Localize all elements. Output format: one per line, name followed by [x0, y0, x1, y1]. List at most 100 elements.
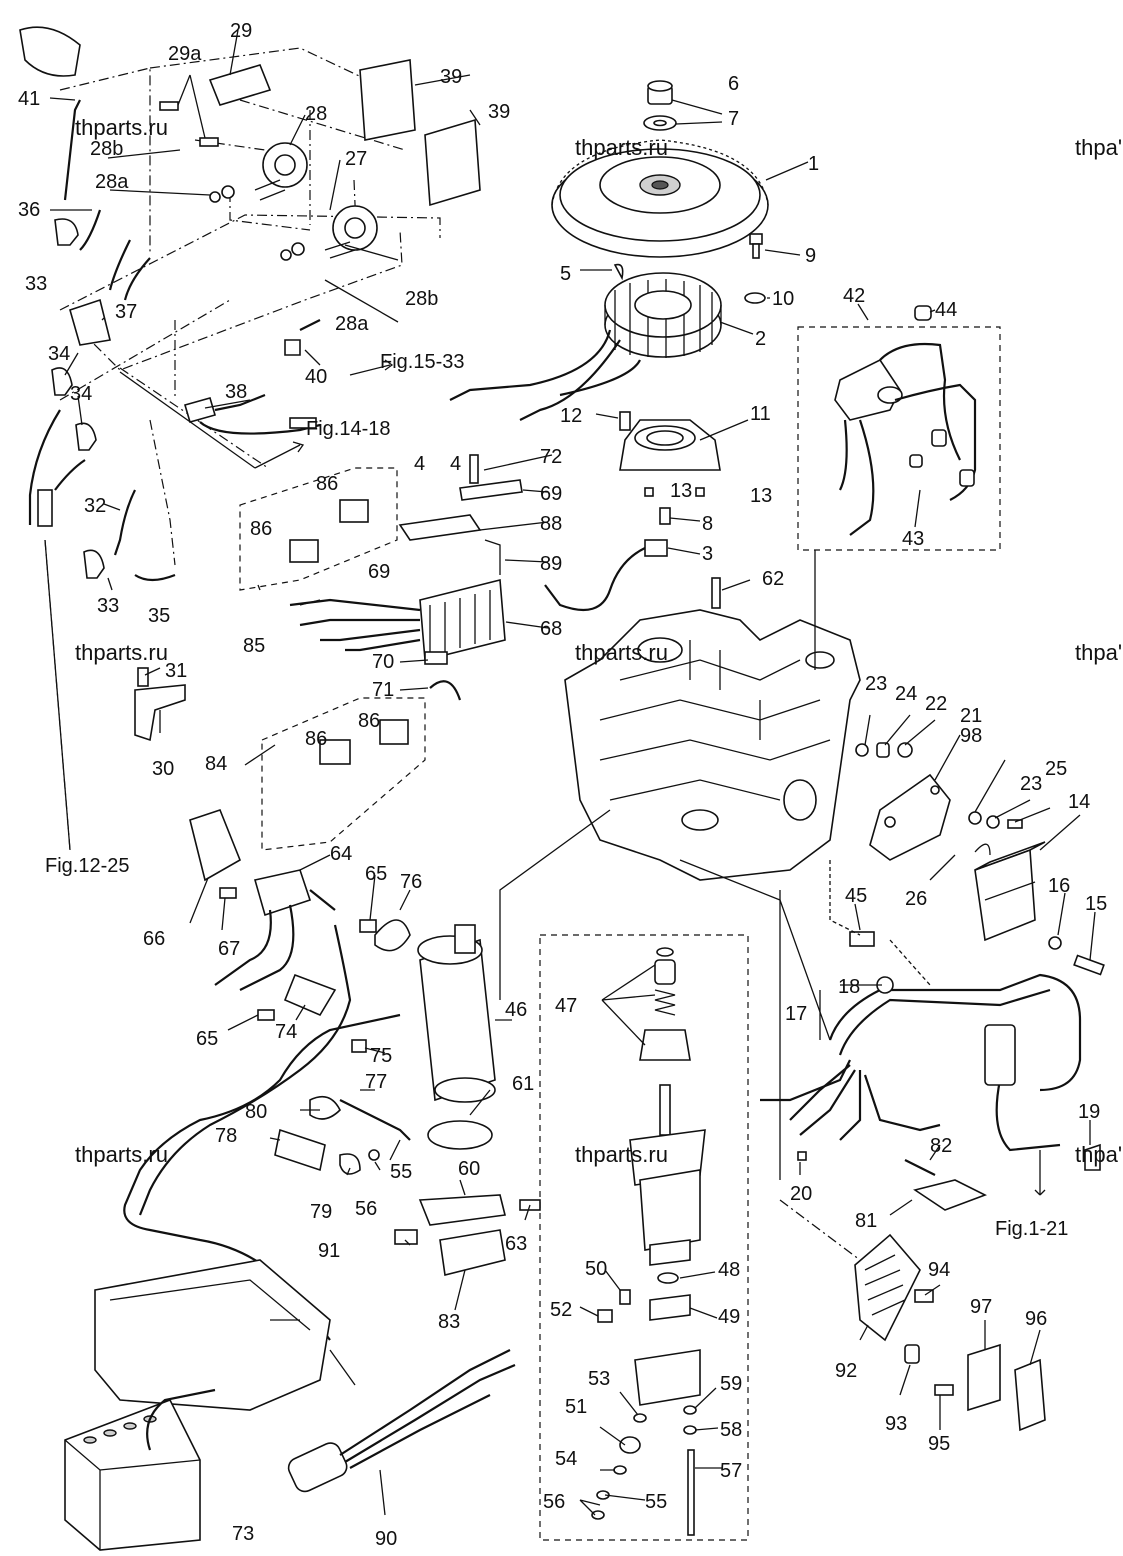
callout-label: 10 — [772, 288, 794, 310]
starter-detail-parts-47 — [639, 947, 691, 1061]
callout-label: 13 — [750, 485, 772, 507]
relay-group-box-86 — [239, 467, 398, 591]
callout-label: 24 — [895, 683, 917, 705]
plate-part-70 — [424, 651, 448, 665]
rectifier-part-92 — [854, 1233, 921, 1342]
watermark-edge-2: thpa' — [1075, 640, 1122, 665]
callout-label: 66 — [143, 928, 165, 950]
callout-label: 34 — [70, 383, 92, 405]
label-part-97 — [967, 1343, 1001, 1412]
callout-label: 2 — [755, 328, 766, 350]
callout-label: 53 — [588, 1368, 610, 1390]
callout-label: 28a — [335, 313, 369, 335]
collar-part-13b — [695, 487, 705, 497]
bolt-part-65a — [359, 919, 377, 933]
cover-part-74 — [283, 973, 337, 1017]
bolt-part-95 — [934, 1384, 954, 1396]
callout-label: 17 — [785, 1003, 807, 1025]
callout-label: 8 — [702, 513, 713, 535]
callout-label: 40 — [305, 366, 327, 388]
callout-label: 89 — [540, 553, 562, 575]
reference-fig-12-25: Fig.12-25 — [45, 855, 130, 877]
callout-label: 12 — [560, 405, 582, 427]
bolt-part-72 — [469, 454, 479, 484]
callout-label: 29 — [230, 20, 252, 42]
watermark-3: thparts.ru — [75, 640, 168, 665]
relay-part-86d — [379, 719, 409, 745]
watermark-edge-3: thpa' — [1075, 1142, 1122, 1167]
nut-part-56 — [591, 1510, 605, 1520]
callout-label: 68 — [540, 618, 562, 640]
rectifier-regulator-part-68 — [289, 578, 506, 662]
washer-part-58 — [683, 1425, 697, 1435]
relay-part-86c — [319, 739, 351, 765]
reference-fig-14-18: Fig.14-18 — [306, 418, 391, 440]
callout-label: 80 — [245, 1101, 267, 1123]
clip-part-37 — [69, 298, 111, 346]
cap-part-34b — [75, 422, 97, 451]
callout-label: 36 — [18, 199, 40, 221]
washer-part-48 — [657, 1272, 679, 1284]
clamp-part-89 — [484, 539, 501, 575]
callout-label: 58 — [720, 1419, 742, 1441]
callout-label: 29a — [168, 43, 202, 65]
callout-label: 34 — [48, 343, 70, 365]
stay-part-69a — [398, 514, 482, 541]
callout-label: 90 — [375, 1528, 397, 1550]
bolt-part-67 — [219, 887, 237, 899]
flywheel-part-1 — [551, 139, 769, 258]
callout-label: 9 — [805, 245, 816, 267]
callout-label: 86 — [358, 710, 380, 732]
washer-part-59 — [683, 1405, 697, 1415]
wire-harness-part-90 — [287, 1349, 516, 1493]
key-part-5 — [613, 263, 624, 281]
callout-label: 28a — [95, 171, 129, 193]
cover-part-96 — [1014, 1358, 1046, 1432]
callout-label: 92 — [835, 1360, 857, 1382]
cdi-unit-part-14 — [974, 841, 1046, 942]
washer-part-28b-2 — [291, 242, 305, 256]
callout-label: 97 — [970, 1296, 992, 1318]
band-part-61 — [427, 1120, 493, 1150]
cap-part-79 — [339, 1153, 361, 1175]
callout-label: 42 — [843, 285, 865, 307]
callout-label: 50 — [585, 1258, 607, 1280]
clip-part-52 — [597, 1309, 613, 1323]
callout-label: 5 — [560, 263, 571, 285]
watermark-edge-1: thpa' — [1075, 135, 1122, 160]
bolt-part-40 — [284, 339, 301, 356]
callout-label: 88 — [540, 513, 562, 535]
callout-label: 73 — [232, 1523, 254, 1545]
grommet-part-98 — [968, 811, 982, 825]
clip-part-91 — [394, 1229, 418, 1245]
reference-fig-15-33: Fig.15-33 — [380, 351, 465, 373]
callout-label: 13 — [670, 480, 692, 502]
brush-holder-part-49 — [649, 1294, 691, 1321]
callout-label: 65 — [365, 863, 387, 885]
callout-label: 30 — [152, 758, 174, 780]
callout-label: 54 — [555, 1448, 577, 1470]
callout-label: 82 — [930, 1135, 952, 1157]
callout-label: 76 — [400, 871, 422, 893]
callout-label: 98 — [960, 725, 982, 747]
callout-label: 62 — [762, 568, 784, 590]
bolt-part-62 — [711, 577, 721, 609]
watermark-4: thparts.ru — [575, 640, 668, 665]
end-cover-starter — [634, 1349, 701, 1406]
engine-block — [564, 609, 861, 881]
nut-part-28a-2 — [280, 249, 292, 261]
callout-label: 77 — [365, 1071, 387, 1093]
watermark-6: thparts.ru — [575, 1142, 668, 1167]
callout-label: 86 — [250, 518, 272, 540]
ignition-coil-part-42 — [834, 305, 977, 536]
watermark-5: thparts.ru — [75, 1142, 168, 1167]
collar-part-13a — [644, 487, 654, 497]
washer-part-28b — [221, 185, 235, 199]
callout-label: 4 — [450, 453, 461, 475]
callout-label: 60 — [458, 1158, 480, 1180]
callout-label: 78 — [215, 1125, 237, 1147]
callout-label: 86 — [316, 473, 338, 495]
bracket-part-39a — [359, 59, 416, 141]
tie-part-82 — [904, 1159, 936, 1176]
